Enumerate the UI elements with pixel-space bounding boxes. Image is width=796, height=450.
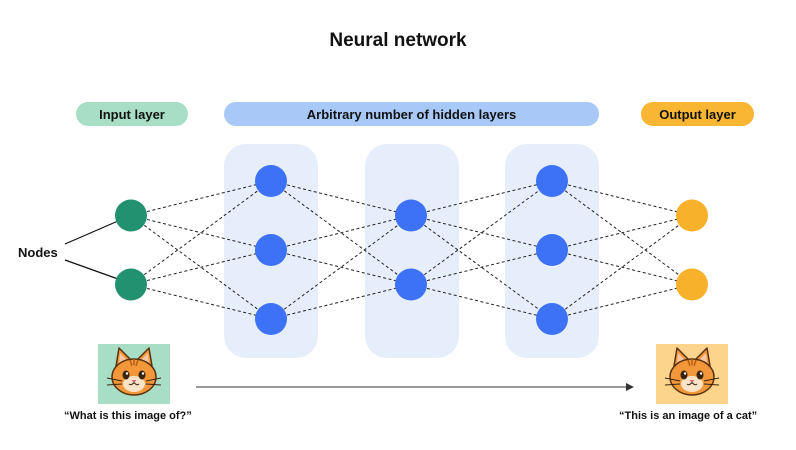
node-layer3-2	[536, 303, 568, 335]
node-layer2-0	[395, 199, 427, 232]
nodes-label: Nodes	[18, 245, 58, 260]
connections	[130, 180, 693, 320]
connection-1-0-1	[270, 180, 412, 285]
nodes-pointer-line-1	[64, 220, 119, 245]
input-caption: “What is this image of?”	[64, 410, 192, 422]
node-layer1-1	[255, 234, 287, 266]
node-layer0-1	[115, 268, 147, 301]
cat-face-icon	[106, 347, 162, 396]
connection-0-1-1	[130, 249, 272, 285]
output-layer-label: Output layer	[641, 102, 754, 126]
connection-2-1-1	[410, 249, 553, 285]
connection-3-1-1	[551, 249, 693, 285]
connection-2-0-0	[410, 180, 553, 216]
network-nodes	[115, 165, 708, 335]
input-image	[98, 344, 170, 404]
output-caption: “This is an image of a cat”	[619, 410, 758, 422]
node-layer3-1	[536, 234, 568, 266]
connection-2-0-2	[410, 215, 553, 320]
node-layer1-0	[255, 165, 287, 197]
connection-3-2-0	[551, 215, 693, 320]
connection-1-2-1	[270, 284, 412, 320]
input-layer-label: Input layer	[76, 102, 188, 126]
hidden-layer-2-panel	[365, 144, 459, 358]
hidden-layers-label: Arbitrary number of hidden layers	[224, 102, 599, 126]
connection-0-0-0	[130, 180, 272, 216]
connection-0-1-2	[130, 284, 272, 320]
connection-0-0-1	[130, 215, 272, 251]
connection-2-1-0	[410, 180, 553, 285]
connection-3-2-1	[551, 284, 693, 320]
flow-arrowhead	[626, 383, 634, 391]
connection-3-0-1	[551, 180, 693, 285]
diagram-title: Neural network	[329, 30, 467, 51]
connection-2-0-1	[410, 215, 553, 251]
node-layer4-0	[676, 199, 708, 232]
connection-1-1-0	[270, 215, 412, 251]
connection-1-2-0	[270, 215, 412, 320]
cat-face-icon	[664, 347, 720, 396]
node-layer2-1	[395, 268, 427, 301]
node-layer3-0	[536, 165, 568, 197]
connection-2-1-2	[410, 284, 553, 320]
node-layer1-2	[255, 303, 287, 335]
connection-3-0-0	[551, 180, 693, 216]
connection-1-0-0	[270, 180, 412, 216]
node-layer0-0	[115, 199, 147, 232]
connection-0-0-2	[130, 215, 272, 320]
connection-3-1-0	[551, 215, 693, 251]
output-image	[656, 344, 728, 404]
connection-0-1-0	[130, 180, 272, 285]
nodes-pointer-line-2	[64, 259, 119, 280]
connection-1-1-1	[270, 249, 412, 285]
node-layer4-1	[676, 268, 708, 301]
